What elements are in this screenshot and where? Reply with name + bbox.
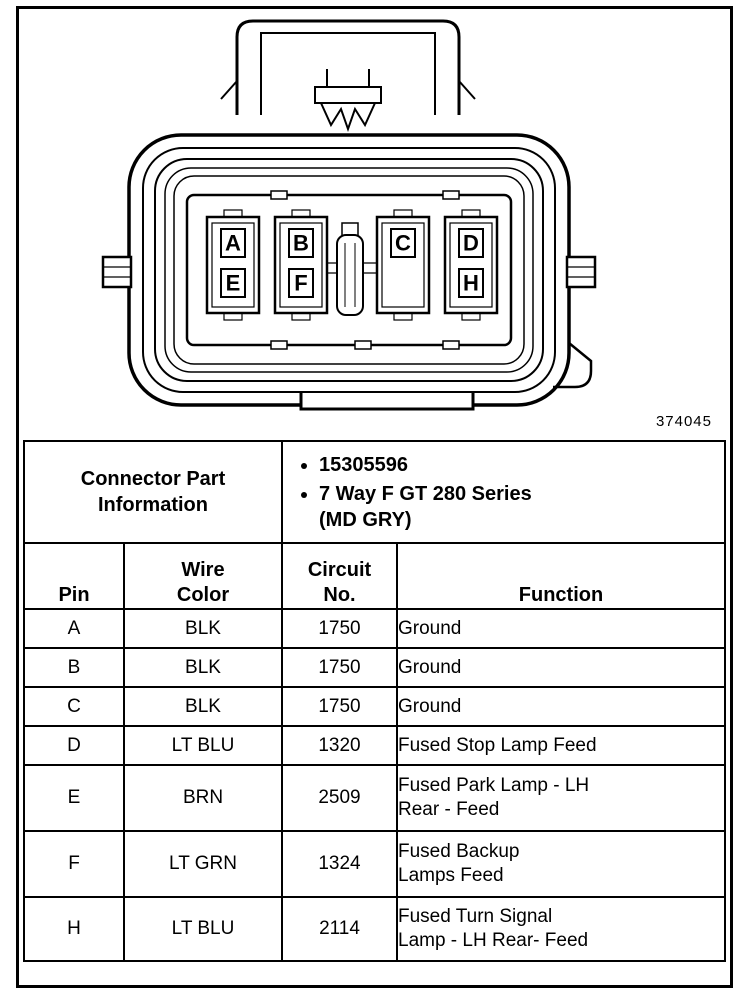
terminal-block-a-e xyxy=(205,209,261,321)
table-row: C BLK 1750 Ground xyxy=(23,686,726,727)
pin-label-c: C xyxy=(395,231,411,256)
pin-cell: H xyxy=(23,896,125,962)
part-info-title: Connector Part Information xyxy=(23,440,283,544)
connector-series-item: 7 Way F GT 280 Series (MD GRY) xyxy=(319,481,724,533)
pin-cell: A xyxy=(23,608,125,649)
pin-cell: E xyxy=(23,764,125,832)
wire-color-cell: BLK xyxy=(123,608,283,649)
figure-number: 374045 xyxy=(655,413,712,430)
wire-color-cell: LT GRN xyxy=(123,830,283,898)
function-cell: Ground xyxy=(396,608,726,649)
pin-cell: C xyxy=(23,686,125,727)
circuit-no-cell: 1750 xyxy=(281,608,398,649)
pin-label-e: E xyxy=(226,271,241,296)
function-cell: Fused Turn Signal Lamp - LH Rear- Feed xyxy=(396,896,726,962)
part-info-row: Connector Part Information 15305596 7 Wa… xyxy=(23,440,726,544)
pin-header: Pin xyxy=(23,542,125,610)
part-info-details: 15305596 7 Way F GT 280 Series (MD GRY) xyxy=(281,440,726,544)
function-cell: Ground xyxy=(396,686,726,727)
circuit-no-cell: 1750 xyxy=(281,647,398,688)
terminal-block-b-f xyxy=(273,209,329,321)
circuit-no-cell: 2509 xyxy=(281,764,398,832)
function-cell: Fused Park Lamp - LH Rear - Feed xyxy=(396,764,726,832)
wire-color-cell: BRN xyxy=(123,764,283,832)
page-border: A E B F C D H 374045 Connector Part Info… xyxy=(16,6,733,988)
table-row: E BRN 2509 Fused Park Lamp - LH Rear - F… xyxy=(23,764,726,832)
table-row: A BLK 1750 Ground xyxy=(23,608,726,649)
wire-color-header: Wire Color xyxy=(123,542,283,610)
circuit-no-cell: 1750 xyxy=(281,686,398,727)
table-header-row: Pin Wire Color Circuit No. Function xyxy=(23,542,726,610)
function-cell: Ground xyxy=(396,647,726,688)
circuit-no-cell: 2114 xyxy=(281,896,398,962)
pin-cell: F xyxy=(23,830,125,898)
pin-cell: B xyxy=(23,647,125,688)
terminal-block-c xyxy=(375,209,431,321)
pin-label-b: B xyxy=(293,231,309,256)
connector-pinout-table: Connector Part Information 15305596 7 Wa… xyxy=(23,440,726,962)
wire-color-cell: BLK xyxy=(123,686,283,727)
pin-label-f: F xyxy=(294,271,307,296)
pin-cell: D xyxy=(23,725,125,766)
table-row: H LT BLU 2114 Fused Turn Signal Lamp - L… xyxy=(23,896,726,962)
table-row: F LT GRN 1324 Fused Backup Lamps Feed xyxy=(23,830,726,898)
part-info-bullet-list: 15305596 7 Way F GT 280 Series (MD GRY) xyxy=(283,452,724,533)
connector-top-latch xyxy=(220,19,476,133)
function-cell: Fused Stop Lamp Feed xyxy=(396,725,726,766)
wire-color-cell: LT BLU xyxy=(123,896,283,962)
wire-color-cell: BLK xyxy=(123,647,283,688)
function-cell: Fused Backup Lamps Feed xyxy=(396,830,726,898)
function-header: Function xyxy=(396,542,726,610)
pin-label-h: H xyxy=(463,271,479,296)
table-row: D LT BLU 1320 Fused Stop Lamp Feed xyxy=(23,725,726,766)
circuit-no-cell: 1320 xyxy=(281,725,398,766)
pin-label-d: D xyxy=(463,231,479,256)
center-key-post xyxy=(327,222,377,316)
connector-diagram: A E B F C D H xyxy=(101,19,597,411)
side-tabs xyxy=(101,255,597,289)
wire-color-cell: LT BLU xyxy=(123,725,283,766)
terminal-block-d-h xyxy=(443,209,499,321)
pin-label-a: A xyxy=(225,231,241,256)
circuit-no-cell: 1324 xyxy=(281,830,398,898)
table-row: B BLK 1750 Ground xyxy=(23,647,726,688)
circuit-no-header: Circuit No. xyxy=(281,542,398,610)
part-number-item: 15305596 xyxy=(319,452,724,478)
